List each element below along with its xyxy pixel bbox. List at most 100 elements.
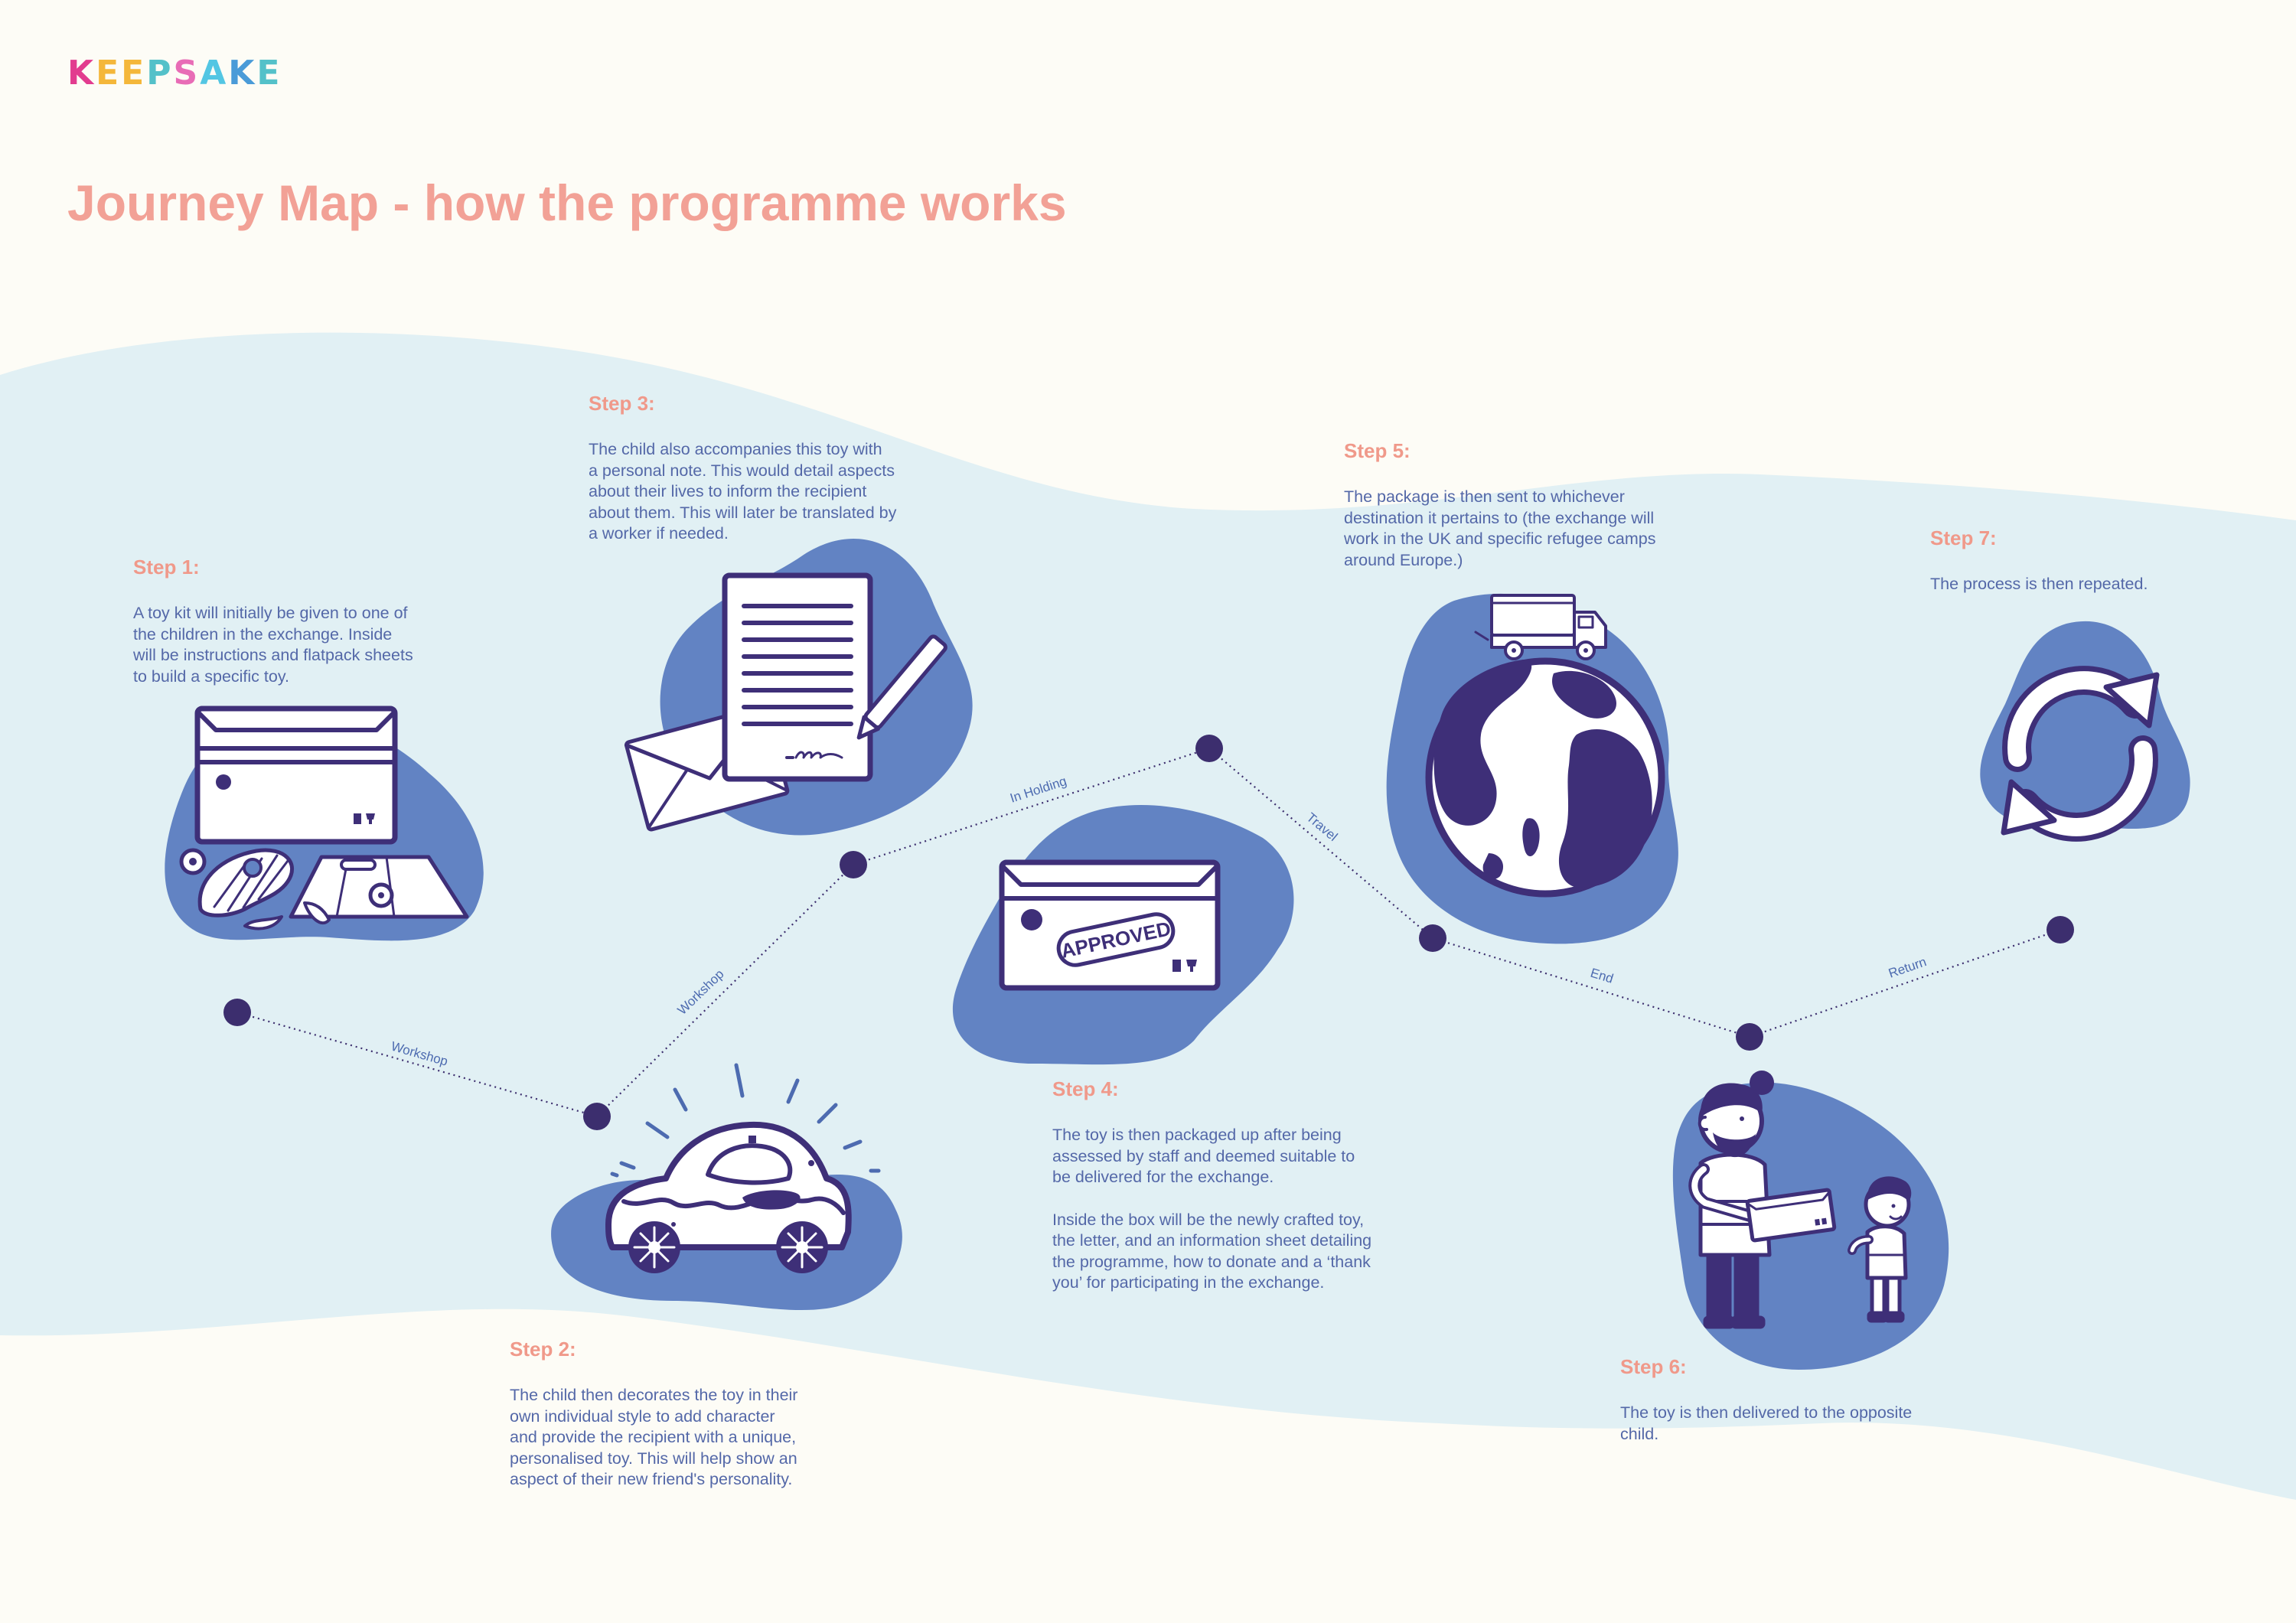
child-shoe (1883, 1311, 1905, 1323)
child-eye (1891, 1204, 1896, 1208)
journey-node (840, 851, 867, 878)
stripe (213, 863, 246, 908)
cycle-arrowhead (2103, 672, 2160, 728)
box-body (194, 706, 398, 845)
edge-label-in-holding: In Holding (1008, 774, 1068, 806)
globe-truck-icon (1425, 594, 1665, 898)
sparkle-line (673, 1087, 688, 1112)
step-3-heading: Step 3: (589, 392, 655, 415)
step-4-description-contents: Inside the box will be the newly crafted… (1052, 1210, 1372, 1292)
logo-letter: E (256, 54, 282, 93)
handover-package (1745, 1188, 1837, 1243)
globe-continent (1552, 670, 1616, 719)
fragile-glass-icon (1186, 960, 1197, 972)
adult-eye (1740, 1116, 1744, 1121)
step-4-heading: Step 4: (1052, 1077, 1119, 1100)
fragile-glass-icon (366, 813, 375, 824)
sparkle-line (645, 1121, 670, 1139)
adult-shoe (1703, 1315, 1735, 1329)
delivery-handover-icon (1688, 1071, 1912, 1329)
step-3-card: Step 3: The child also accompanies this … (589, 393, 941, 545)
child-mouth (1889, 1215, 1903, 1221)
step-5-card: Step 5: The package is then sent to whic… (1344, 441, 1704, 571)
journey-node (1736, 1023, 1763, 1051)
decorated-toy-car-icon (605, 1063, 881, 1273)
truck-hub (1512, 648, 1516, 653)
logo-letter: E (96, 54, 122, 93)
adult-ear (1698, 1116, 1708, 1132)
step-1-heading: Step 1: (133, 556, 200, 578)
stamp-border (1056, 912, 1176, 967)
path-segment (236, 1011, 598, 1118)
toy-crescent-piece (243, 915, 283, 930)
sparkle-line (610, 1172, 619, 1178)
adult-shoe (1730, 1315, 1766, 1329)
step-7-heading: Step 7: (1930, 526, 1997, 549)
child-torso (1865, 1224, 1908, 1280)
step-1-description: A toy kit will initially be given to one… (133, 604, 413, 686)
pen-nib (856, 715, 880, 740)
child-arm (1850, 1237, 1871, 1253)
child-shoe (1867, 1311, 1888, 1323)
sheet-slot (340, 859, 377, 871)
path-segment (1208, 748, 1433, 939)
page-title: Journey Map - how the programme works (67, 174, 1067, 231)
toy-piece-hole (243, 858, 263, 878)
globe-continent (1482, 853, 1504, 880)
step-6-description: The toy is then delivered to the opposit… (1620, 1403, 1913, 1443)
step-2-description: The child then decorates the toy in thei… (510, 1386, 798, 1488)
journey-path (236, 747, 2061, 1118)
globe-continent (1433, 660, 1532, 826)
sparkle-line (734, 1063, 745, 1098)
wheel-hub (648, 1241, 660, 1253)
stripe (257, 859, 289, 901)
car-drip-decoration (621, 1194, 846, 1215)
logo-letter: A (200, 54, 229, 93)
sparkle-line (619, 1161, 636, 1170)
adult-hair-bun (1750, 1071, 1774, 1095)
box-dot (216, 774, 231, 790)
step-5-description: The package is then sent to whichever de… (1344, 487, 1656, 569)
journey-node (223, 999, 251, 1026)
path-segment (1432, 937, 1750, 1038)
truck-window (1577, 615, 1594, 629)
truck-cargo (1490, 594, 1576, 637)
adult-hair (1700, 1083, 1763, 1117)
adult-leg (1733, 1245, 1760, 1326)
signature-scribble (794, 751, 843, 759)
car-body (605, 1121, 852, 1250)
journey-node (1419, 924, 1446, 952)
step-7-description: The process is then repeated. (1930, 575, 2148, 593)
edge-label-workshop: Workshop (675, 966, 727, 1018)
journey-node (583, 1103, 611, 1130)
keepsake-logo: KEEPSAKE (67, 57, 282, 90)
child-hair (1867, 1176, 1912, 1201)
envelope-fold (647, 768, 689, 829)
stripe (242, 854, 279, 909)
globe-continent (1558, 728, 1652, 888)
sparkle-line (817, 1103, 838, 1124)
step-6-heading: Step 6: (1620, 1355, 1687, 1378)
letter-envelope-icon (624, 572, 947, 832)
handover-package-label (1815, 1218, 1821, 1226)
logo-letter: E (121, 54, 147, 93)
car-sticker-dot (808, 1160, 814, 1166)
letter-lines (742, 604, 853, 726)
adult-leg (1706, 1245, 1732, 1326)
edge-label-workshop: Workshop (390, 1039, 450, 1069)
toy-wheel-hub (189, 858, 197, 865)
step-1-card: Step 1: A toy kit will initially be give… (133, 557, 485, 687)
truck-icon (1474, 594, 1607, 660)
toy-kit-box-icon (179, 706, 469, 930)
step-4-description: The toy is then packaged up after being … (1052, 1126, 1355, 1186)
step-2-heading: Step 2: (510, 1338, 576, 1361)
edge-label-end: End (1589, 966, 1615, 986)
adult-beard (1713, 1133, 1756, 1158)
box-flap (195, 709, 397, 732)
logo-letter: S (173, 54, 201, 93)
pen-icon (856, 634, 947, 740)
edge-label-travel: Travel (1303, 810, 1340, 845)
step-3-description: The child also accompanies this toy with… (589, 440, 897, 543)
